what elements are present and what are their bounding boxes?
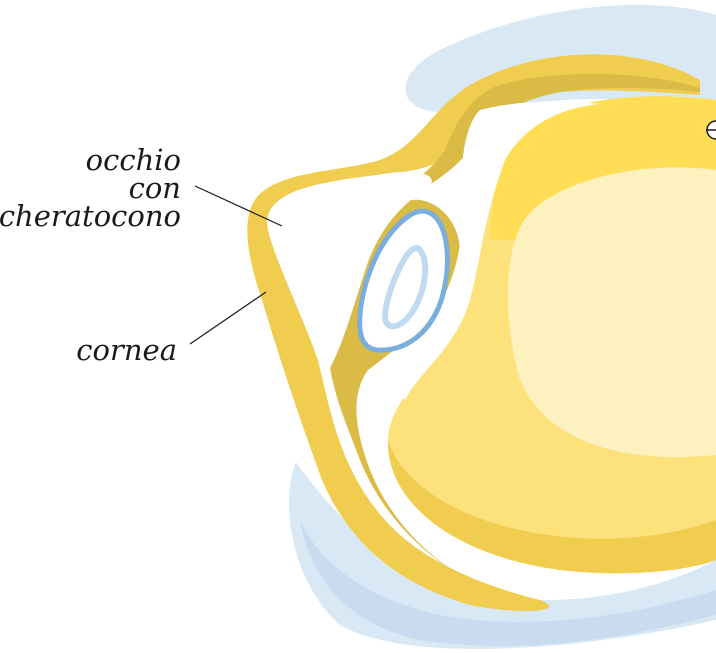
label-keratoconus-eye-line-3: cheratocono (0, 202, 181, 230)
label-cornea-text: cornea (76, 336, 177, 364)
label-cornea: cornea (76, 336, 177, 364)
label-keratoconus-eye: occhio con cheratocono (0, 146, 181, 230)
label-keratoconus-eye-line-1: occhio (0, 146, 181, 174)
label-keratoconus-eye-line-2: con (0, 174, 181, 202)
leader-line-cornea (190, 292, 266, 344)
